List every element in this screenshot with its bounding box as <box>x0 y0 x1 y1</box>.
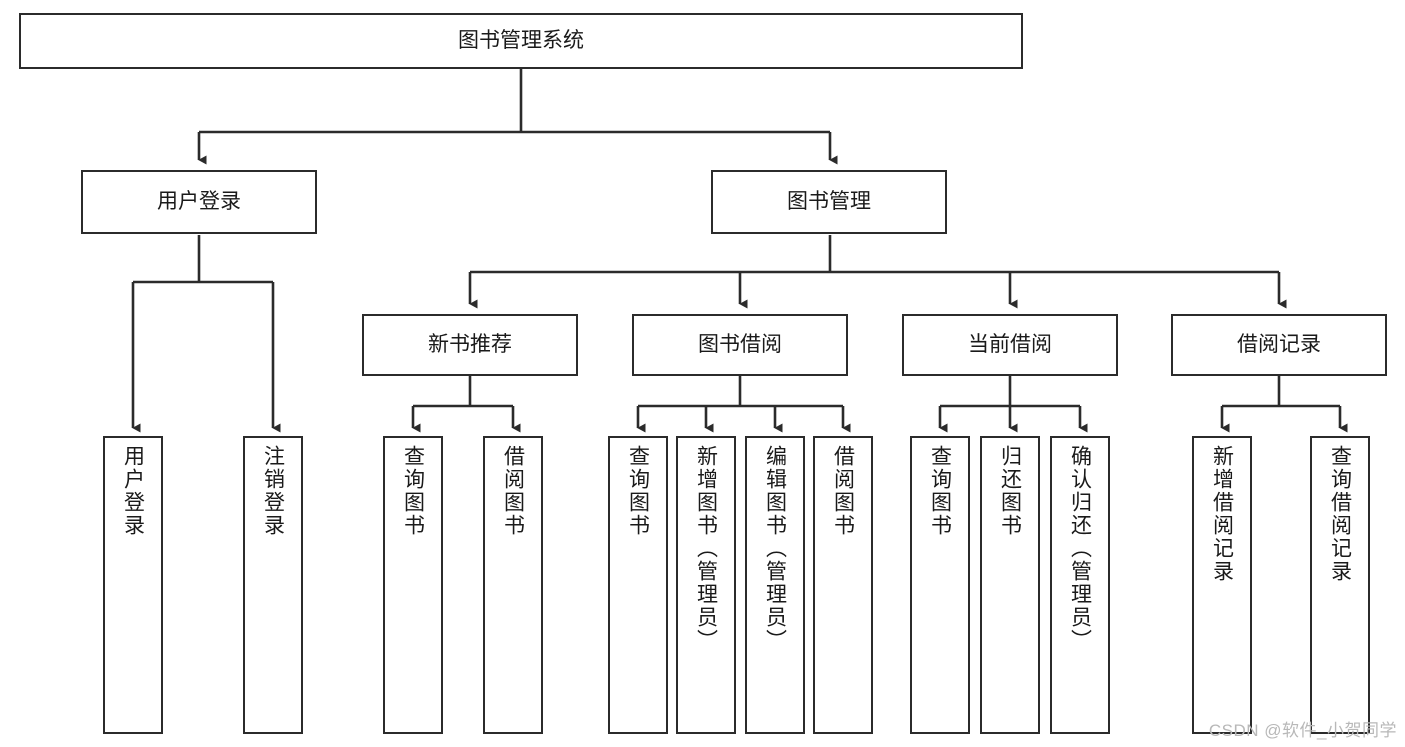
csdn-watermark: CSDN @软件_小贺同学 <box>1208 721 1397 740</box>
node-book-borrow[interactable]: 图书借阅 <box>632 314 848 376</box>
leaf-user-login-login[interactable]: 用户登录 <box>103 436 163 734</box>
node-new-book-recommend-label: 新书推荐 <box>428 332 512 356</box>
leaf-book-borrow-borrow[interactable]: 借阅图书 <box>813 436 873 734</box>
node-root-system[interactable]: 图书管理系统 <box>19 13 1023 69</box>
leaf-borrow-record-query[interactable]: 查询借阅记录 <box>1310 436 1370 734</box>
node-book-management[interactable]: 图书管理 <box>711 170 947 234</box>
node-user-login-label: 用户登录 <box>157 189 241 213</box>
node-root-system-label: 图书管理系统 <box>458 28 584 52</box>
leaf-book-borrow-edit[interactable]: 编辑图书（管理员） <box>745 436 805 734</box>
leaf-current-borrow-return[interactable]: 归还图书 <box>980 436 1040 734</box>
leaf-book-borrow-edit-label: 编辑图书（管理员） <box>763 445 787 652</box>
leaf-borrow-record-query-label: 查询借阅记录 <box>1328 445 1352 583</box>
leaf-new-book-borrow[interactable]: 借阅图书 <box>483 436 543 734</box>
leaf-new-book-query[interactable]: 查询图书 <box>383 436 443 734</box>
leaf-user-login-logout[interactable]: 注销登录 <box>243 436 303 734</box>
node-current-borrow[interactable]: 当前借阅 <box>902 314 1118 376</box>
node-user-login[interactable]: 用户登录 <box>81 170 317 234</box>
node-borrow-record-label: 借阅记录 <box>1237 332 1321 356</box>
leaf-current-borrow-confirm-label: 确认归还（管理员） <box>1068 445 1092 652</box>
leaf-book-borrow-add-label: 新增图书（管理员） <box>694 445 718 652</box>
leaf-book-borrow-query-label: 查询图书 <box>626 445 650 537</box>
leaf-current-borrow-confirm[interactable]: 确认归还（管理员） <box>1050 436 1110 734</box>
leaf-borrow-record-add[interactable]: 新增借阅记录 <box>1192 436 1252 734</box>
node-book-management-label: 图书管理 <box>787 189 871 213</box>
leaf-book-borrow-borrow-label: 借阅图书 <box>831 445 855 537</box>
leaf-borrow-record-add-label: 新增借阅记录 <box>1210 445 1234 583</box>
node-book-borrow-label: 图书借阅 <box>698 332 782 356</box>
leaf-current-borrow-query-label: 查询图书 <box>928 445 952 537</box>
leaf-new-book-query-label: 查询图书 <box>401 445 425 537</box>
leaf-user-login-logout-label: 注销登录 <box>261 445 285 537</box>
leaf-book-borrow-query[interactable]: 查询图书 <box>608 436 668 734</box>
leaf-new-book-borrow-label: 借阅图书 <box>501 445 525 537</box>
leaf-current-borrow-query[interactable]: 查询图书 <box>910 436 970 734</box>
leaf-book-borrow-add[interactable]: 新增图书（管理员） <box>676 436 736 734</box>
node-new-book-recommend[interactable]: 新书推荐 <box>362 314 578 376</box>
node-borrow-record[interactable]: 借阅记录 <box>1171 314 1387 376</box>
node-current-borrow-label: 当前借阅 <box>968 332 1052 356</box>
leaf-user-login-login-label: 用户登录 <box>121 445 145 537</box>
leaf-current-borrow-return-label: 归还图书 <box>998 445 1022 537</box>
